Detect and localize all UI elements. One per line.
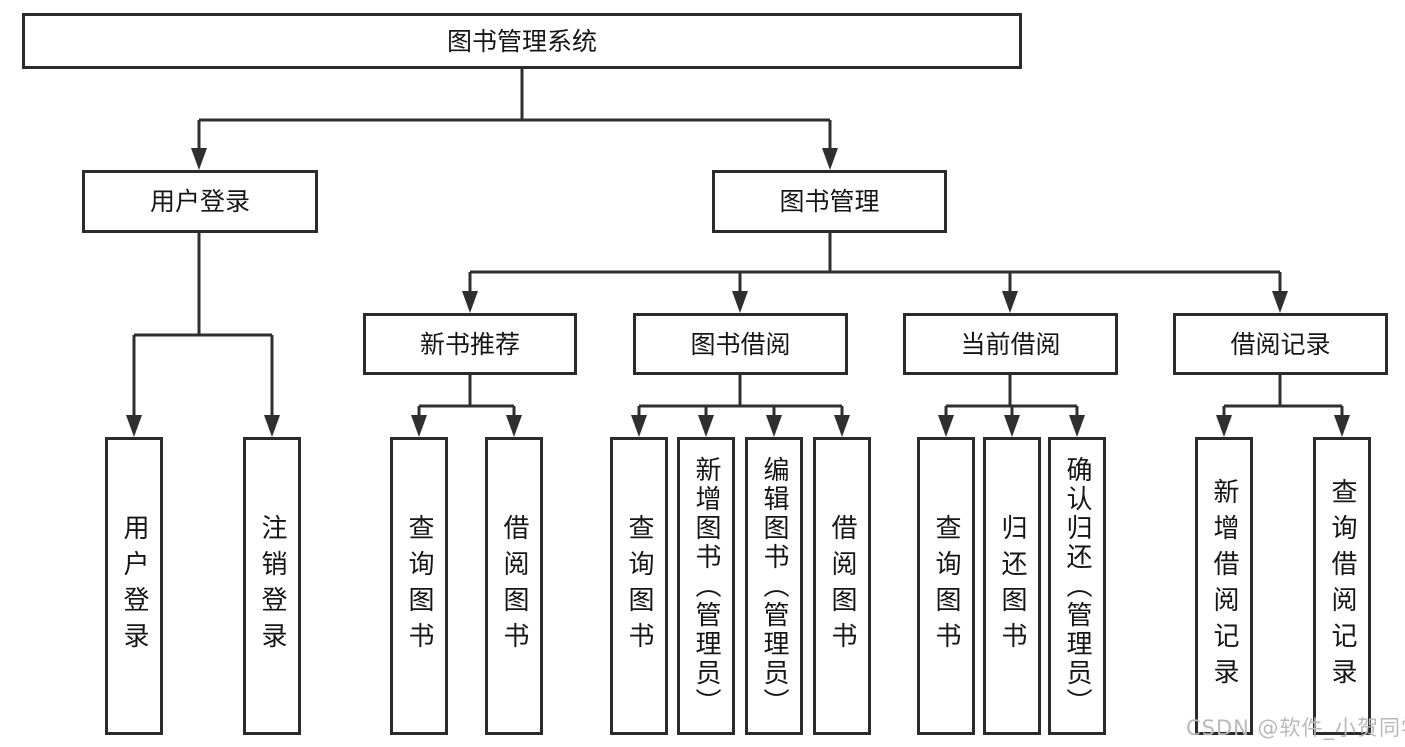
node-new-book-recommendation: 新书推荐 [363, 313, 577, 375]
leaf-logout: 注销登录 [243, 437, 301, 735]
leaf-add-borrow-record: 新增借阅记录 [1195, 437, 1253, 735]
leaf-return-books: 归还图书 [983, 437, 1041, 735]
node-book-management: 图书管理 [712, 170, 947, 233]
node-user-login: 用户登录 [82, 170, 318, 233]
leaf-user-login: 用户登录 [105, 437, 163, 735]
leaf-query-books: 查询图书 [390, 437, 448, 735]
node-library-management-system: 图书管理系统 [22, 13, 1022, 69]
node-borrowing-records: 借阅记录 [1173, 313, 1388, 375]
leaf-borrow-books: 借阅图书 [485, 437, 543, 735]
leaf-query-books-3: 查询图书 [917, 437, 975, 735]
leaf-query-books-2: 查询图书 [610, 437, 668, 735]
leaf-query-borrow-record: 查询借阅记录 [1313, 437, 1371, 735]
node-current-borrowing: 当前借阅 [903, 313, 1118, 375]
leaf-edit-books-admin: 编辑图书（管理员） [745, 437, 803, 735]
leaf-add-books-admin: 新增图书（管理员） [677, 437, 735, 735]
csdn-watermark: CSDN @软件_小贺同学 [1186, 716, 1405, 740]
arrowheads [126, 148, 1350, 437]
leaf-borrow-books-2: 借阅图书 [813, 437, 871, 735]
leaf-confirm-return-admin: 确认归还（管理员） [1048, 437, 1106, 735]
node-book-borrowing: 图书借阅 [633, 313, 848, 375]
tree-edges [132, 69, 1344, 419]
